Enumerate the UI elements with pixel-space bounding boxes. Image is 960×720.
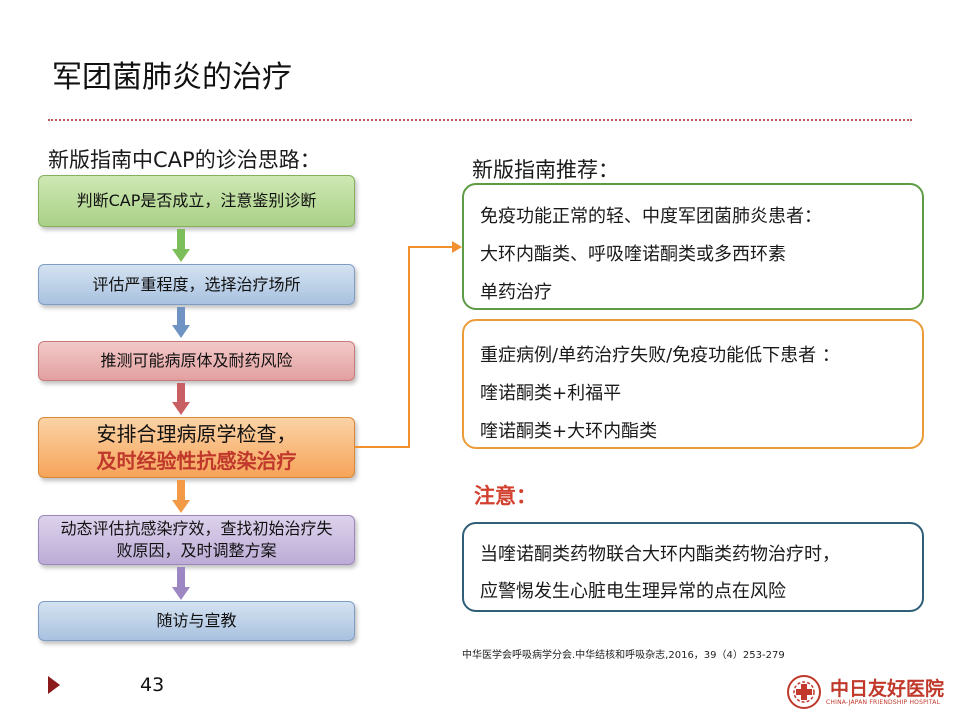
flow-step-4: 安排合理病原学检查， 及时经验性抗感染治疗 bbox=[38, 417, 355, 478]
flow-step-5-label: 动态评估抗感染疗效，查找初始治疗失败原因，及时调整方案 bbox=[60, 519, 333, 560]
recommend-mild-box: 免疫功能正常的轻、中度军团菌肺炎患者： 大环内酯类、呼吸喹诺酮类或多西环素 单药… bbox=[462, 183, 924, 310]
recommend-mild-line-2: 大环内酯类、呼吸喹诺酮类或多西环素 bbox=[480, 244, 786, 265]
flow-step-3: 推测可能病原体及耐药风险 bbox=[38, 341, 355, 381]
recommend-severe-box: 重症病例/单药治疗失败/免疫功能低下患者 ： 喹诺酮类+利福平 喹诺酮类+大环内… bbox=[462, 319, 924, 449]
page-marker-icon bbox=[48, 676, 60, 694]
flow-step-2: 评估严重程度，选择治疗场所 bbox=[38, 264, 355, 305]
connector-arrow bbox=[355, 241, 462, 448]
recommend-mild-line-3: 单药治疗 bbox=[480, 282, 552, 303]
hospital-name: 中日友好医院 bbox=[830, 678, 945, 700]
flow-step-3-label: 推测可能病原体及耐药风险 bbox=[100, 351, 293, 371]
flow-step-6-label: 随访与宣教 bbox=[156, 611, 237, 631]
hospital-logo-icon bbox=[787, 675, 821, 709]
citation: 中华医学会呼吸病学分会.中华结核和呼吸杂志,2016，39（4）253-279 bbox=[462, 650, 785, 661]
flow-step-4-line1: 安排合理病原学检查， bbox=[96, 421, 297, 446]
flow-heading: 新版指南中CAP的诊治思路： bbox=[48, 148, 321, 172]
note-line-2: 应警惕发生心脏电生理异常的点在风险 bbox=[480, 581, 786, 602]
note-line-1: 当喹诺酮类药物联合大环内酯类药物治疗时， bbox=[480, 544, 840, 565]
note-box: 当喹诺酮类药物联合大环内酯类药物治疗时， 应警惕发生心脏电生理异常的点在风险 bbox=[462, 522, 924, 612]
note-heading: 注意： bbox=[474, 484, 537, 508]
recommend-severe-line-2: 喹诺酮类+利福平 bbox=[480, 383, 622, 404]
recommend-heading: 新版指南推荐： bbox=[472, 158, 619, 182]
flow-step-5: 动态评估抗感染疗效，查找初始治疗失败原因，及时调整方案 bbox=[38, 515, 355, 565]
title-divider bbox=[48, 119, 912, 121]
flow-step-6: 随访与宣教 bbox=[38, 601, 355, 641]
recommend-severe-line-1: 重症病例/单药治疗失败/免疫功能低下患者 ： bbox=[480, 345, 840, 366]
recommend-severe-line-3: 喹诺酮类+大环内酯类 bbox=[480, 421, 658, 442]
recommend-mild-line-1: 免疫功能正常的轻、中度军团菌肺炎患者： bbox=[480, 206, 822, 227]
slide-title: 军团菌肺炎的治疗 bbox=[52, 60, 292, 95]
flow-step-4-line2: 及时经验性抗感染治疗 bbox=[96, 448, 297, 473]
page-number: 43 bbox=[140, 674, 165, 696]
hospital-name-english: CHINA-JAPAN FRIENDSHIP HOSPITAL bbox=[826, 699, 941, 706]
flow-step-2-label: 评估严重程度，选择治疗场所 bbox=[92, 274, 301, 294]
flow-step-1-label: 判断CAP是否成立，注意鉴别诊断 bbox=[76, 191, 317, 211]
flow-step-1: 判断CAP是否成立，注意鉴别诊断 bbox=[38, 175, 355, 227]
